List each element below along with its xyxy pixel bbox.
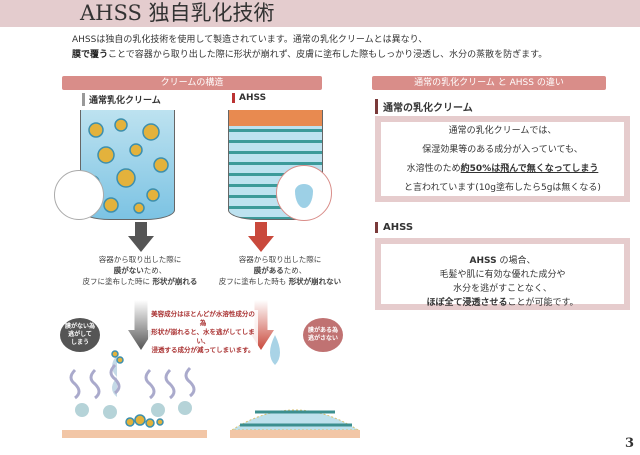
note-line: 形状が崩れると、水を逃がしてしまい、: [151, 328, 255, 345]
caption-line: 皮フに塗布した時も: [218, 277, 289, 286]
comparison-header: 通常の乳化クリーム と AHSS の違い: [372, 76, 606, 90]
ahss-caption: 容器から取り出した際に 膜があるため、 皮フに塗布した時も 形状が崩れない: [200, 254, 360, 287]
box-line: 毛髪や肌に有効な優れた成分や: [439, 270, 566, 280]
caption-line: 容器から取り出した際に: [238, 255, 322, 264]
bubble-line: 逃がさない: [307, 335, 338, 342]
ahss-box: AHSS の場合、 毛髪や肌に有効な優れた成分や 水分を逃がすことなく、 ほぼ全…: [375, 238, 630, 310]
title-bar: [0, 0, 640, 27]
box-emphasis: ほぼ全て浸透させる: [426, 298, 508, 308]
box-line: ことが可能です。: [507, 298, 579, 308]
page-number: 3: [624, 436, 634, 451]
box-emphasis: 約50%は飛んで無くなってしまう: [460, 164, 599, 174]
caption-line: 皮フに塗布した時に: [82, 277, 153, 286]
caption-line: ため、: [283, 266, 307, 275]
intro-line-1: AHSSは独自の乳化技術を使用して製造されています。通常の乳化クリームとは異なり…: [72, 35, 428, 45]
box-line: 保湿効果等のある成分が入っていても、: [422, 145, 583, 155]
ahss-subtitle: AHSS: [375, 222, 413, 233]
caption-bold: 膜がある: [253, 266, 284, 275]
box-line: 通常の乳化クリームでは、: [448, 126, 557, 136]
box-line: の場合、: [496, 256, 536, 266]
bubble-line: 膜がある為: [307, 327, 338, 334]
normal-cream-subtitle: 通常の乳化クリーム: [375, 99, 473, 114]
normal-cream-label: 通常乳化クリーム: [82, 93, 161, 106]
down-arrow-icon: [128, 222, 154, 252]
bubble-line: 逃がして: [68, 331, 92, 338]
droplet-icon: [295, 184, 313, 208]
cream-structure-header: クリームの構造: [62, 76, 322, 90]
membrane-layer: [229, 110, 322, 126]
ahss-zoom-circle: [276, 165, 332, 221]
page-title: AHSS 独自乳化技術: [80, 1, 275, 25]
intro-line-2: ことで容器から取り出した際に形状が崩れず、皮膚に塗布した際もしっかり浸透し、水分…: [108, 50, 548, 60]
bubble-line: 膜がない為: [64, 323, 95, 330]
caption-bold: 形状が崩れる: [152, 277, 198, 286]
speech-bubble-ahss: 膜がある為逃がさない: [303, 318, 343, 352]
normal-zoom-circle: [54, 170, 104, 220]
caption-bold: 形状が崩れない: [288, 277, 342, 286]
note-line: 浸透する成分が減ってしまいます。: [151, 346, 255, 354]
note-line: 美容成分はほとんどが水溶性成分の為: [151, 310, 255, 327]
caption-line: 容器から取り出した際に: [98, 255, 182, 264]
intro-bold: 膜で覆う: [72, 50, 109, 60]
box-line: 水分を逃がすことなく、: [453, 284, 552, 294]
box-line: と言われています(10g塗布したら5gは無くなる): [404, 183, 601, 193]
speech-bubble-normal: 膜がない為逃がしてしまう: [60, 318, 100, 352]
ahss-label: AHSS: [232, 93, 266, 103]
caption-line: ため、: [143, 266, 167, 275]
intro-text: AHSSは独自の乳化技術を使用して製造されています。通常の乳化クリームとは異なり…: [72, 33, 547, 63]
box-emphasis: AHSS: [469, 256, 497, 266]
emulsion-particles: [86, 118, 169, 214]
caption-bold: 膜がない: [113, 266, 144, 275]
evaporation-icon: [69, 363, 196, 400]
skin-illustration: [62, 335, 360, 438]
normal-cream-box: 通常の乳化クリームでは、 保湿効果等のある成分が入っていても、 水溶性のため約5…: [375, 116, 630, 202]
down-arrow-icon: [248, 222, 274, 252]
box-line: 水溶性のため: [406, 164, 461, 174]
normal-cream-beaker: [80, 110, 175, 220]
warning-note: 美容成分はほとんどが水溶性成分の為 形状が崩れると、水を逃がしてしまい、 浸透す…: [148, 310, 258, 355]
normal-caption: 容器から取り出した際に 膜がないため、 皮フに塗布した時に 形状が崩れる: [60, 254, 220, 287]
bubble-line: しまう: [70, 339, 89, 346]
